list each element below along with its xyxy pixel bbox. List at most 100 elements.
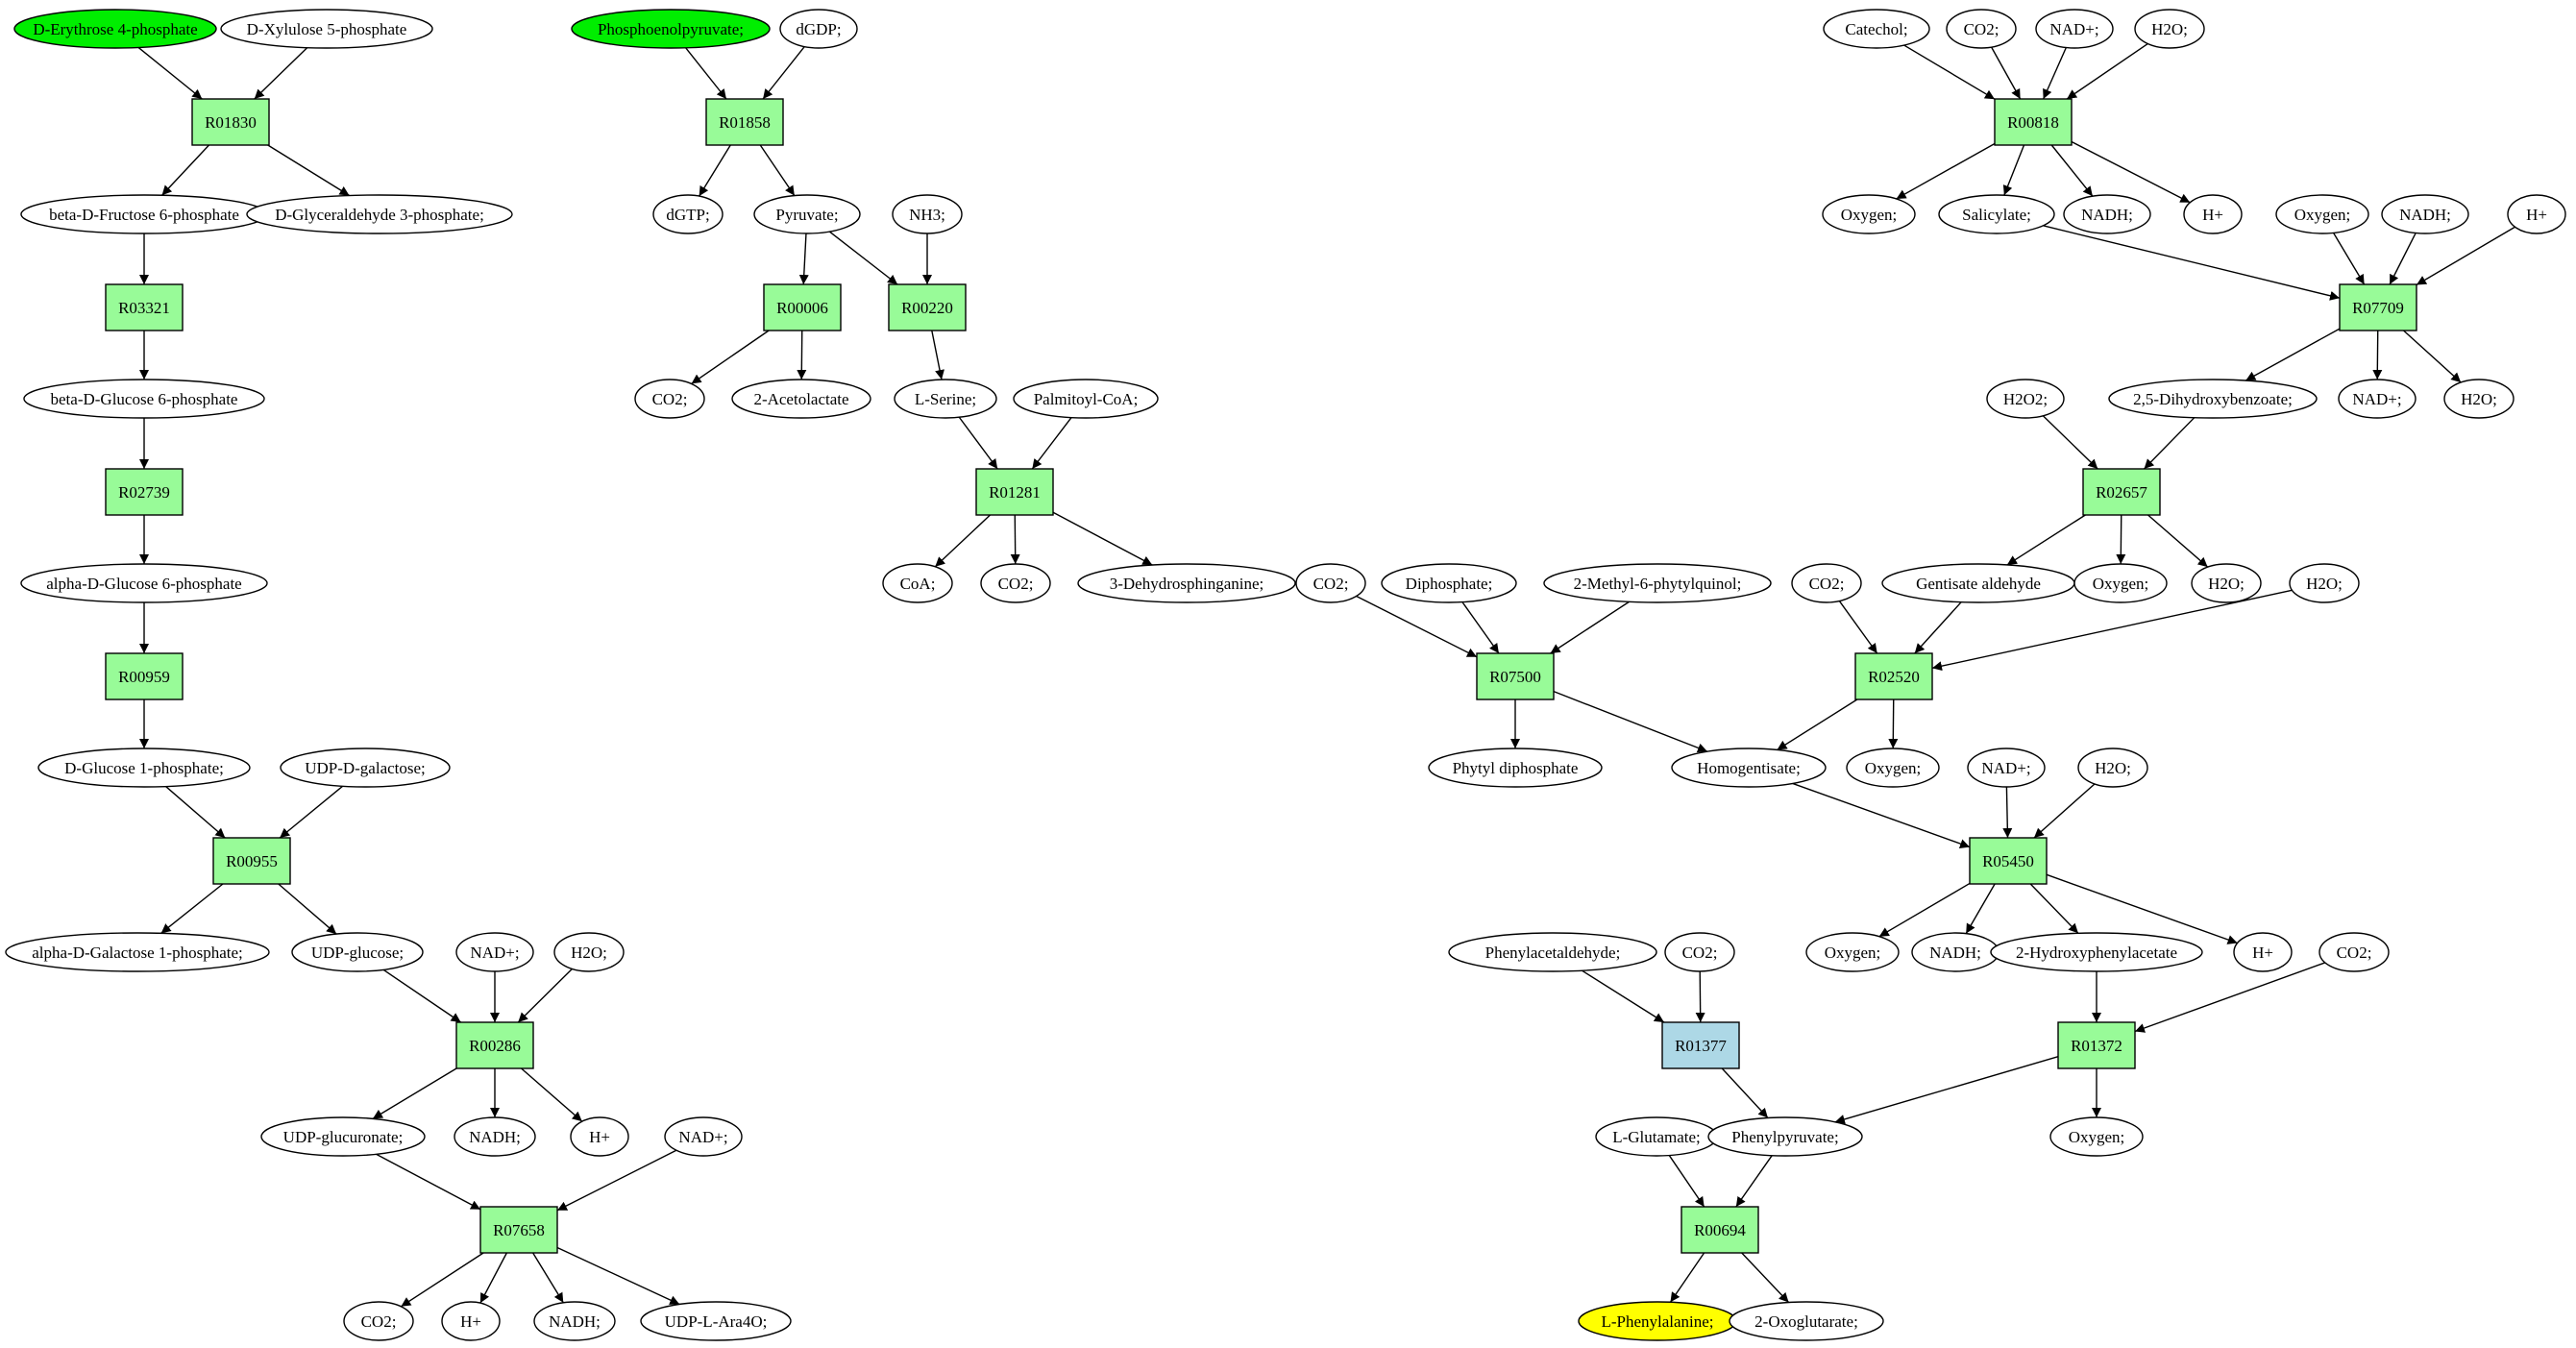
reaction-node-r00955[interactable]: R00955 — [212, 837, 291, 885]
reaction-node-r03321[interactable]: R03321 — [105, 283, 184, 331]
reaction-node-r00220[interactable]: R00220 — [888, 283, 967, 331]
metabolite-node-phenylpyruvate[interactable]: Phenylpyruvate; — [1707, 1116, 1863, 1157]
reaction-node-r07500[interactable]: R07500 — [1476, 652, 1555, 700]
metabolite-node-udp-d-galactose[interactable]: UDP-D-galactose; — [280, 748, 451, 788]
metabolite-node-l-phenylalanine[interactable]: L-Phenylalanine; — [1578, 1301, 1737, 1341]
metabolite-node-co2[interactable]: CO2; — [2318, 932, 2390, 972]
metabolite-node-co2[interactable]: CO2; — [1946, 9, 2017, 49]
metabolite-node-h2o[interactable]: H2O; — [2289, 563, 2360, 603]
metabolite-node-alpha-d-glucose-6-phosphate[interactable]: alpha-D-Glucose 6-phosphate — [20, 563, 268, 603]
metabolite-node-coa[interactable]: CoA; — [882, 563, 953, 603]
reaction-node-r00694[interactable]: R00694 — [1681, 1206, 1759, 1254]
edge-r01830-to-d-glyceraldehyde-3-phosphate — [267, 144, 350, 197]
metabolite-node-l-glutamate[interactable]: L-Glutamate; — [1595, 1116, 1718, 1157]
metabolite-node-nad[interactable]: NAD+; — [664, 1116, 743, 1157]
metabolite-node-beta-d-glucose-6-phosphate[interactable]: beta-D-Glucose 6-phosphate — [23, 379, 265, 419]
reaction-node-r02520[interactable]: R02520 — [1854, 652, 1933, 700]
metabolite-node-udp-glucose[interactable]: UDP-glucose; — [291, 932, 424, 972]
metabolite-node-nadh[interactable]: NADH; — [2381, 194, 2469, 234]
node-label: beta-D-Fructose 6-phosphate — [49, 206, 239, 224]
metabolite-node-co2[interactable]: CO2; — [634, 379, 705, 419]
metabolite-node-dgtp[interactable]: dGTP; — [652, 194, 724, 234]
metabolite-node-nh3[interactable]: NH3; — [892, 194, 963, 234]
metabolite-node-beta-d-fructose-6-phosphate[interactable]: beta-D-Fructose 6-phosphate — [20, 194, 268, 234]
metabolite-node-palmitoyl-coa[interactable]: Palmitoyl-CoA; — [1013, 379, 1159, 419]
metabolite-node-nadh[interactable]: NADH; — [1911, 932, 1999, 972]
edge-gentisate-aldehyde-to-r02520 — [1914, 601, 1962, 654]
metabolite-node-h2o[interactable]: H2O; — [553, 932, 625, 972]
metabolite-node-co2[interactable]: CO2; — [1295, 563, 1366, 603]
metabolite-node-nad[interactable]: NAD+; — [2338, 379, 2417, 419]
reaction-node-r01372[interactable]: R01372 — [2057, 1021, 2136, 1069]
metabolite-node-oxygen[interactable]: Oxygen; — [1822, 194, 1916, 234]
node-label: 2,5-Dihydroxybenzoate; — [2133, 390, 2293, 408]
metabolite-node-oxygen[interactable]: Oxygen; — [1846, 748, 1940, 788]
reaction-node-r02657[interactable]: R02657 — [2082, 468, 2161, 516]
reaction-node-r00006[interactable]: R00006 — [763, 283, 842, 331]
metabolite-node-nadh[interactable]: NADH; — [454, 1116, 536, 1157]
reaction-node-r05450[interactable]: R05450 — [1969, 837, 2048, 885]
reaction-node-r00818[interactable]: R00818 — [1994, 98, 2073, 146]
metabolite-node-phenylacetaldehyde[interactable]: Phenylacetaldehyde; — [1448, 932, 1657, 972]
metabolite-node-2-methyl-6-phytylquinol[interactable]: 2-Methyl-6-phytylquinol; — [1543, 563, 1772, 603]
metabolite-node-diphosphate[interactable]: Diphosphate; — [1381, 563, 1517, 603]
metabolite-node-2-oxoglutarate[interactable]: 2-Oxoglutarate; — [1729, 1301, 1884, 1341]
reaction-node-r01281[interactable]: R01281 — [975, 468, 1054, 516]
metabolite-node-co2[interactable]: CO2; — [1791, 563, 1862, 603]
metabolite-node-alpha-d-galactose-1-phosphate[interactable]: alpha-D-Galactose 1-phosphate; — [5, 932, 270, 972]
metabolite-node-d-xylulose-5-phosphate[interactable]: D-Xylulose 5-phosphate — [220, 9, 433, 49]
metabolite-node-nad[interactable]: NAD+; — [1967, 748, 2046, 788]
reaction-node-r00286[interactable]: R00286 — [455, 1021, 534, 1069]
metabolite-node-gentisate-aldehyde[interactable]: Gentisate aldehyde — [1881, 563, 2075, 603]
metabolite-node-h2o[interactable]: H2O; — [2443, 379, 2515, 419]
metabolite-node-salicylate[interactable]: Salicylate; — [1938, 194, 2055, 234]
metabolite-node-udp-glucuronate[interactable]: UDP-glucuronate; — [260, 1116, 426, 1157]
metabolite-node-co2[interactable]: CO2; — [980, 563, 1051, 603]
edge-r07658-to-h — [479, 1252, 507, 1304]
metabolite-node-h[interactable]: H+ — [441, 1301, 501, 1341]
metabolite-node-co2[interactable]: CO2; — [1664, 932, 1735, 972]
metabolite-node-d-glucose-1-phosphate[interactable]: D-Glucose 1-phosphate; — [37, 748, 251, 788]
metabolite-node-h[interactable]: H+ — [2507, 194, 2566, 234]
metabolite-node-oxygen[interactable]: Oxygen; — [2275, 194, 2369, 234]
node-label: H+ — [589, 1128, 610, 1146]
metabolite-node-phytyl-diphosphate[interactable]: Phytyl diphosphate — [1428, 748, 1603, 788]
metabolite-node-oxygen[interactable]: Oxygen; — [2049, 1116, 2144, 1157]
metabolite-node-oxygen[interactable]: Oxygen; — [2073, 563, 2168, 603]
metabolite-node-nadh[interactable]: NADH; — [2063, 194, 2151, 234]
reaction-node-r07658[interactable]: R07658 — [479, 1206, 558, 1254]
metabolite-node-homogentisate[interactable]: Homogentisate; — [1671, 748, 1827, 788]
metabolite-node-d-erythrose-4-phosphate[interactable]: D-Erythrose 4-phosphate — [13, 9, 217, 49]
reaction-node-r01377[interactable]: R01377 — [1661, 1021, 1740, 1069]
metabolite-node-nad[interactable]: NAD+; — [2035, 9, 2114, 49]
metabolite-node-2-acetolactate[interactable]: 2-Acetolactate — [731, 379, 871, 419]
metabolite-node-oxygen[interactable]: Oxygen; — [1805, 932, 1900, 972]
reaction-node-r01830[interactable]: R01830 — [191, 98, 270, 146]
reaction-node-r07709[interactable]: R07709 — [2339, 283, 2417, 331]
metabolite-node-dgdp[interactable]: dGDP; — [779, 9, 858, 49]
metabolite-node-3-dehydrosphinganine[interactable]: 3-Dehydrosphinganine; — [1077, 563, 1296, 603]
metabolite-node-udp-l-ara4o[interactable]: UDP-L-Ara4O; — [640, 1301, 792, 1341]
metabolite-node-h2o[interactable]: H2O; — [2077, 748, 2148, 788]
metabolite-node-nadh[interactable]: NADH; — [533, 1301, 616, 1341]
metabolite-node-catechol[interactable]: Catechol; — [1823, 9, 1930, 49]
metabolite-node-nad[interactable]: NAD+; — [455, 932, 534, 972]
metabolite-node-co2[interactable]: CO2; — [343, 1301, 414, 1341]
metabolite-node-phosphoenolpyruvate[interactable]: Phosphoenolpyruvate; — [571, 9, 771, 49]
metabolite-node-l-serine[interactable]: L-Serine; — [894, 379, 997, 419]
metabolite-node-h2o[interactable]: H2O; — [2134, 9, 2205, 49]
reaction-node-r00959[interactable]: R00959 — [105, 652, 184, 700]
metabolite-node-h[interactable]: H+ — [2183, 194, 2243, 234]
metabolite-node-h2o2[interactable]: H2O2; — [1986, 379, 2065, 419]
metabolite-node-2-5-dihydroxybenzoate[interactable]: 2,5-Dihydroxybenzoate; — [2108, 379, 2318, 419]
metabolite-node-2-hydroxyphenylacetate[interactable]: 2-Hydroxyphenylacetate — [1990, 932, 2203, 972]
metabolite-node-h[interactable]: H+ — [2233, 932, 2293, 972]
reaction-node-r02739[interactable]: R02739 — [105, 468, 184, 516]
node-label: CO2; — [1682, 944, 1718, 962]
metabolite-node-h2o[interactable]: H2O; — [2191, 563, 2262, 603]
metabolite-node-pyruvate[interactable]: Pyruvate; — [753, 194, 861, 234]
metabolite-node-h[interactable]: H+ — [570, 1116, 629, 1157]
metabolite-node-d-glyceraldehyde-3-phosphate[interactable]: D-Glyceraldehyde 3-phosphate; — [246, 194, 513, 234]
reaction-box — [1476, 652, 1555, 700]
reaction-node-r01858[interactable]: R01858 — [705, 98, 784, 146]
